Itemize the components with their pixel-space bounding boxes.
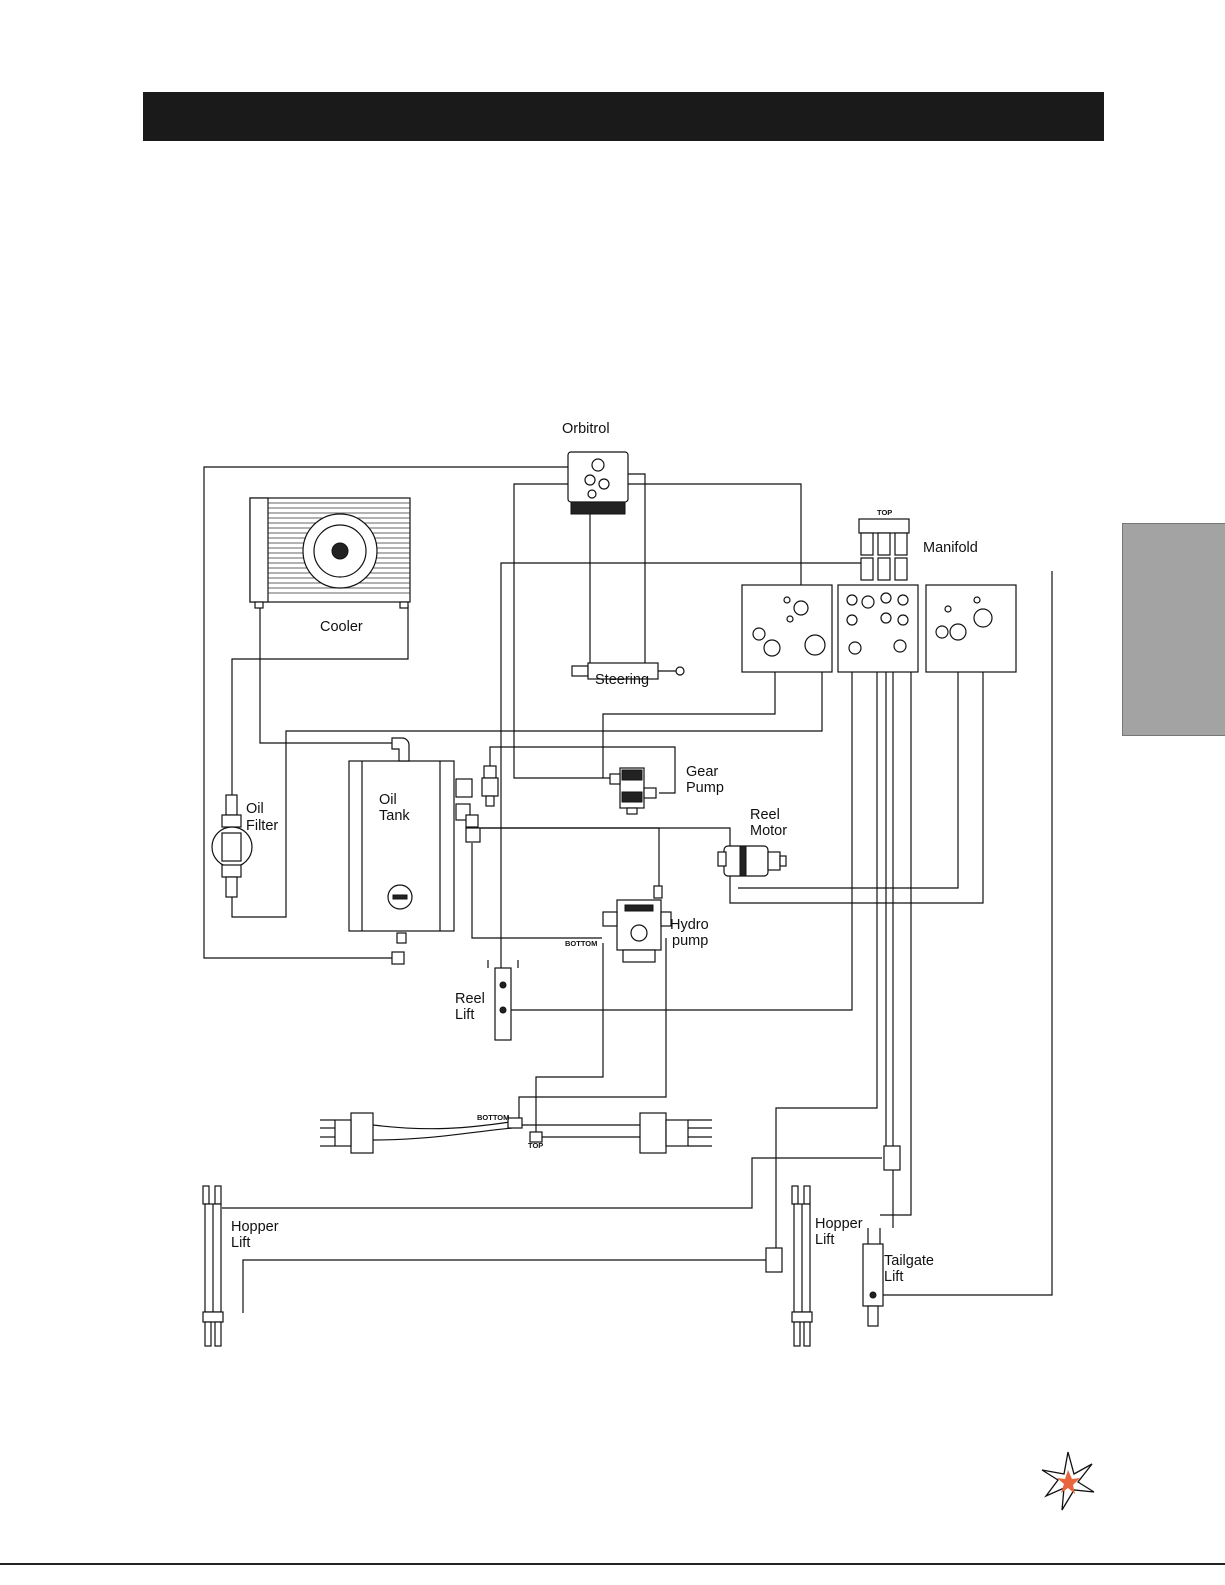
gear-pump bbox=[610, 768, 656, 814]
cooler bbox=[250, 498, 410, 608]
reel-lift-label-line-2: Lift bbox=[455, 1007, 474, 1023]
star-burst-logo-icon bbox=[1042, 1452, 1094, 1510]
hopper-lift-left-label-line-1: Hopper bbox=[231, 1219, 279, 1235]
reel-motor-label-line-2: Motor bbox=[750, 823, 787, 839]
reel-motor-label-line-1: Reel bbox=[750, 807, 780, 823]
hydro-pump bbox=[603, 886, 671, 962]
oil-filter-label-line-1: Oil bbox=[246, 801, 264, 817]
oil-tank bbox=[349, 738, 472, 964]
hopper-tee-fitting bbox=[766, 1248, 782, 1272]
oil-tank-label-line-2: Tank bbox=[379, 808, 410, 824]
manifold-label: Manifold bbox=[923, 540, 978, 556]
tailgate-lift-cylinder bbox=[863, 1228, 883, 1326]
oil-filter-label-line-2: Filter bbox=[246, 818, 278, 834]
wheel-motor-assembly bbox=[320, 1113, 712, 1153]
tailgate-lift-label-line-2: Lift bbox=[884, 1269, 903, 1285]
tailgate-lift-label-line-1: Tailgate bbox=[884, 1253, 934, 1269]
gear-pump-label-line-1: Gear bbox=[686, 764, 718, 780]
orbitrol-label: Orbitrol bbox=[562, 421, 610, 437]
hopper-lift-left-label-line-2: Lift bbox=[231, 1235, 250, 1251]
check-valve bbox=[482, 766, 498, 806]
hopper-lift-right-label-line-1: Hopper bbox=[815, 1216, 863, 1232]
steering-label: Steering bbox=[595, 672, 649, 688]
axle-bottom-marking: BOTTOM bbox=[477, 1113, 509, 1122]
tee-fitting bbox=[884, 1146, 900, 1170]
return-elbow bbox=[466, 815, 480, 842]
reel-lift-label-line-1: Reel bbox=[455, 991, 485, 1007]
axle-top-marking: TOP bbox=[528, 1141, 543, 1150]
hydro-pump-label-line-1: Hydro bbox=[670, 917, 709, 933]
oil-tank-label-line-1: Oil bbox=[379, 792, 397, 808]
hopper-lift-right-label-line-2: Lift bbox=[815, 1232, 834, 1248]
reel-lift-cylinder bbox=[488, 960, 518, 1040]
gear-pump-label-line-2: Pump bbox=[686, 780, 724, 796]
orbitrol bbox=[568, 452, 628, 514]
hydro-pump-label-line-2: pump bbox=[672, 933, 708, 949]
hopper-lift-cylinder-left bbox=[203, 1186, 223, 1346]
hopper-lift-cylinder-right bbox=[792, 1186, 812, 1346]
hydro-pump-bottom-marking: BOTTOM bbox=[565, 939, 597, 948]
reel-motor bbox=[718, 846, 786, 876]
cooler-label: Cooler bbox=[320, 619, 363, 635]
manifold-top-marking: TOP bbox=[877, 508, 892, 517]
